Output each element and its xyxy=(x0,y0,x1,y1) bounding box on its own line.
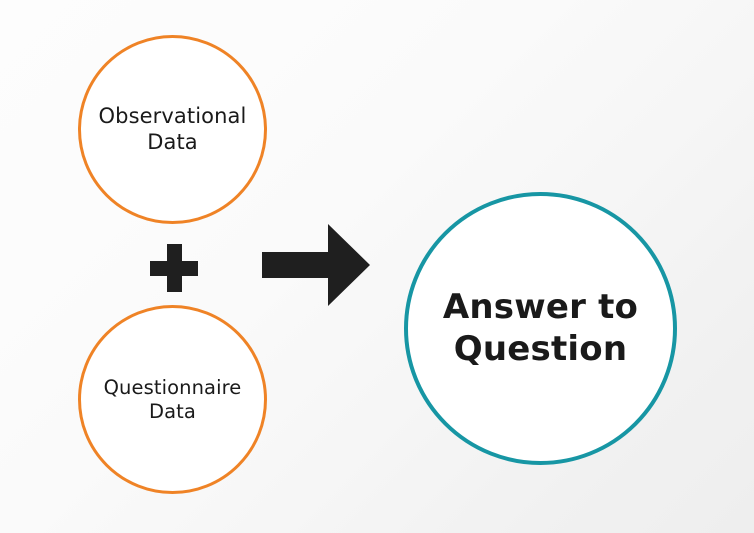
arrow-right-icon xyxy=(262,224,370,306)
node-observational-data: Observational Data xyxy=(78,35,267,224)
arrow-right-icon-shape xyxy=(262,224,370,306)
plus-icon xyxy=(148,242,200,294)
node-answer-to-question: Answer to Question xyxy=(404,192,677,465)
node-answer-to-question-label: Answer to Question xyxy=(442,287,639,369)
node-questionnaire-data-label: Questionnaire Data xyxy=(103,375,242,423)
node-observational-data-label: Observational Data xyxy=(98,103,247,154)
plus-icon-vertical-bar xyxy=(166,244,182,292)
node-questionnaire-data: Questionnaire Data xyxy=(78,305,267,494)
